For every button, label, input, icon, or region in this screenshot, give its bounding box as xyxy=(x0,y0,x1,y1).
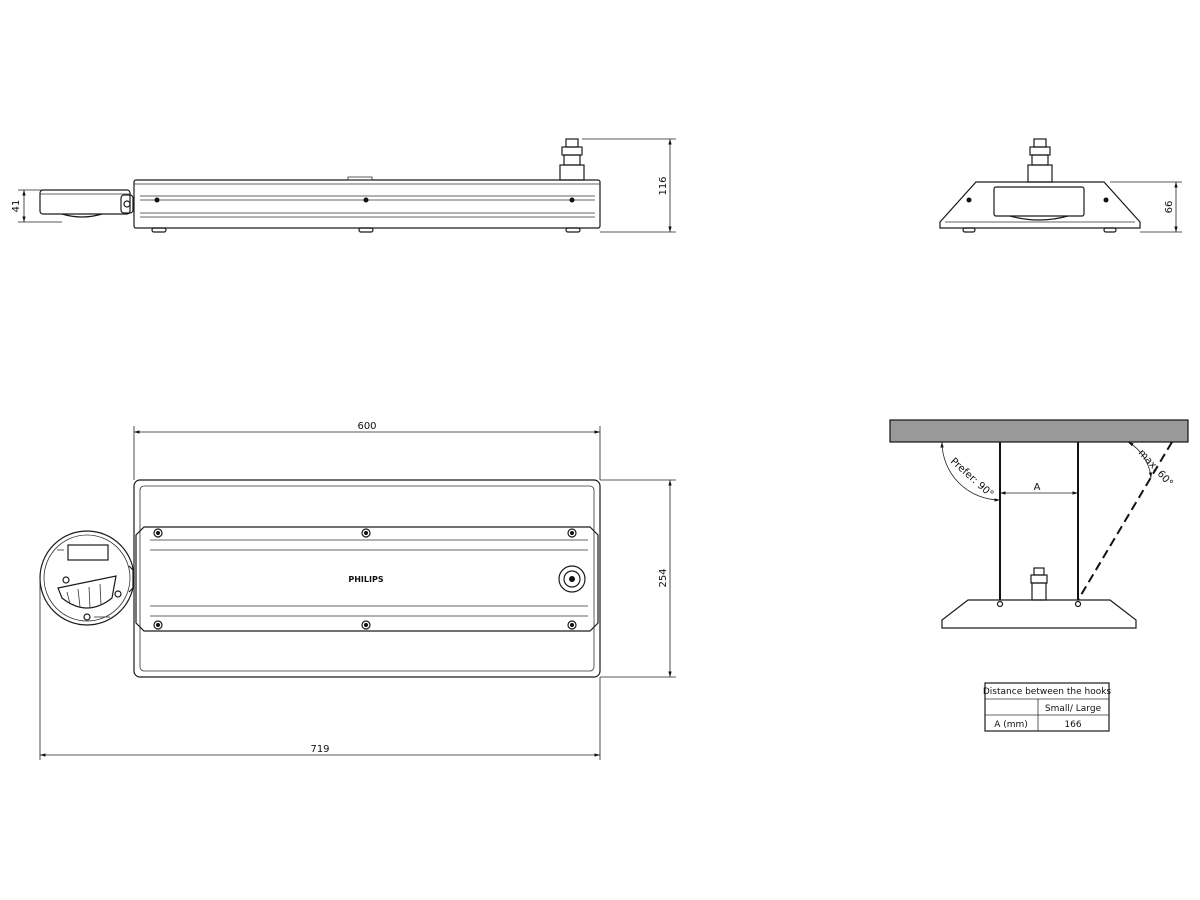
dimension-66-label: 66 xyxy=(1164,201,1175,214)
max-angle-label: max. 60° xyxy=(1136,448,1175,489)
dimension-600: 600 xyxy=(133,421,601,480)
dimension-719: 719 xyxy=(39,578,601,760)
dimension-41: 41 xyxy=(11,189,62,223)
dimension-254: 254 xyxy=(600,479,676,678)
top-view: PHILIPS 600 xyxy=(39,421,676,760)
table-title: Distance between the hooks xyxy=(983,687,1112,697)
max-angle-arc xyxy=(1127,441,1153,479)
dimension-719-label: 719 xyxy=(310,744,329,755)
side-housing xyxy=(133,176,601,233)
top-connector xyxy=(558,565,586,593)
mounting-diagram: A Prefer: 90° max. 60° xyxy=(889,419,1189,629)
distance-a-label: A xyxy=(1034,482,1041,493)
dimension-41-label: 41 xyxy=(11,200,22,213)
luminaire-body xyxy=(941,599,1137,629)
dimension-66: 66 xyxy=(1110,181,1182,233)
ceiling xyxy=(889,419,1189,443)
philips-logo: PHILIPS xyxy=(348,575,383,584)
table-row-label: A (mm) xyxy=(994,720,1028,730)
side-sensor-module xyxy=(39,189,134,218)
table-row-value: 166 xyxy=(1064,720,1081,730)
dimension-116-label: 116 xyxy=(658,176,669,195)
hook-distance-table: Distance between the hooks Small/ Large … xyxy=(983,682,1112,732)
table-column-header: Small/ Large xyxy=(1045,704,1102,714)
front-view: 66 xyxy=(939,138,1182,233)
angled-wire xyxy=(1077,441,1173,601)
dimension-116: 116 xyxy=(582,138,676,233)
side-connector xyxy=(559,138,585,181)
dimension-254-label: 254 xyxy=(658,568,669,587)
side-view: 41 116 xyxy=(11,138,676,233)
front-connector xyxy=(1027,138,1053,183)
sensor-dial xyxy=(39,530,135,626)
dimension-600-label: 600 xyxy=(357,421,376,432)
prefer-angle-arc xyxy=(940,441,1001,502)
